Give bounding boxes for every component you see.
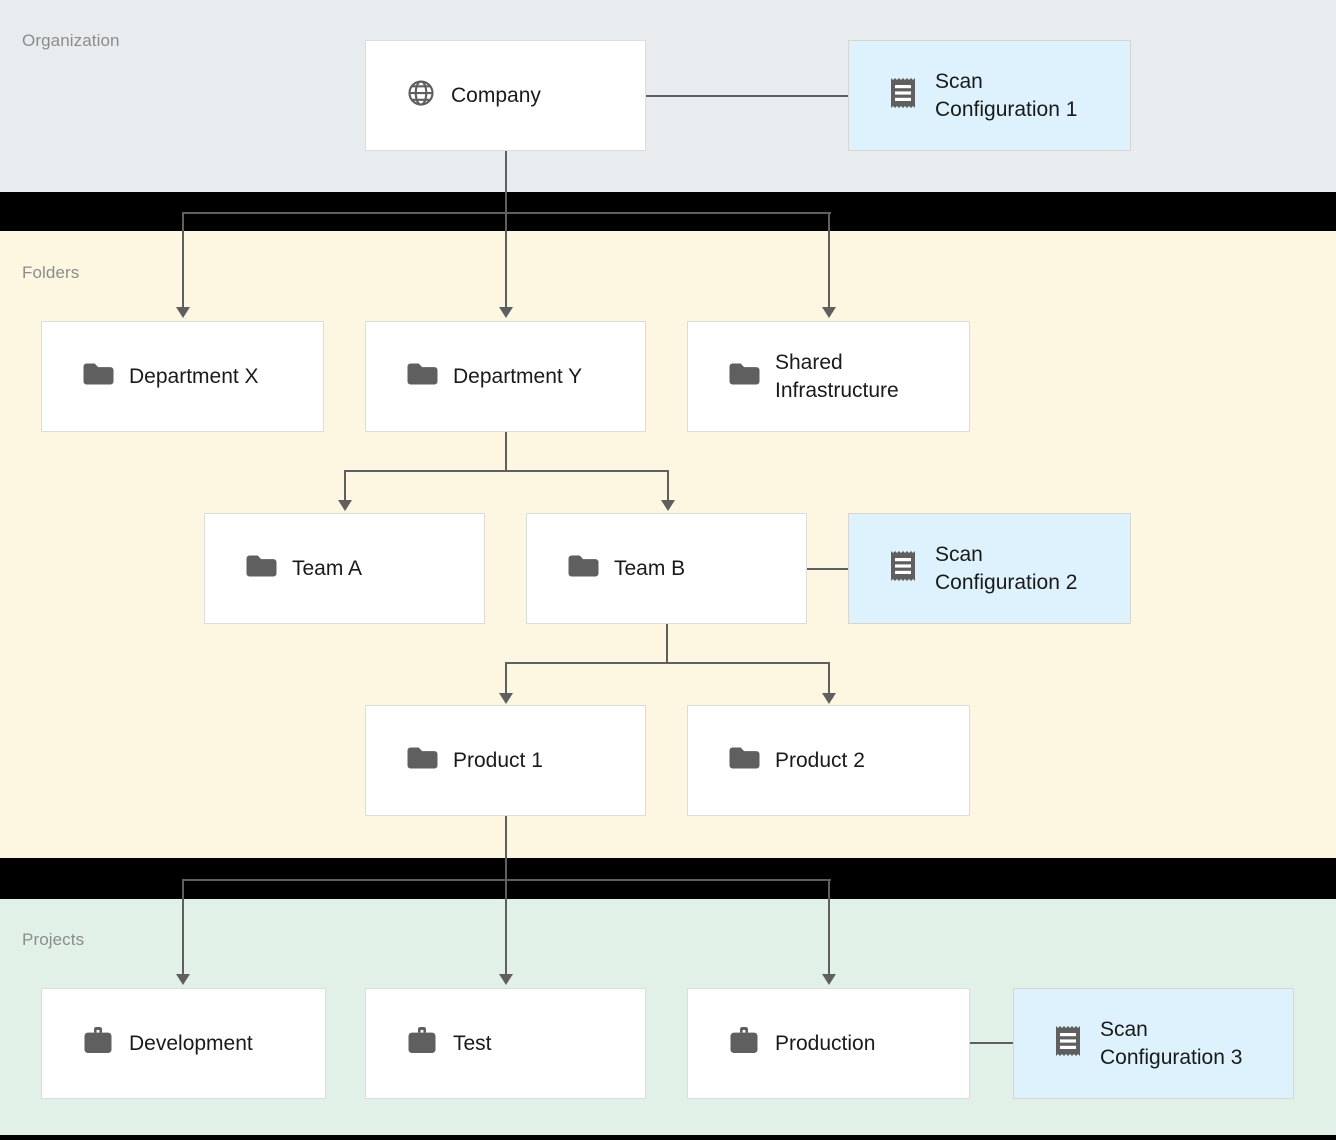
arrow-production — [822, 974, 836, 985]
node-label: Production — [775, 1031, 876, 1055]
node-label: Product 1 — [453, 748, 543, 772]
node-production[interactable]: Production — [687, 988, 970, 1099]
edge-team-b-to-scan-config-2 — [806, 568, 849, 570]
edge-to-product-1 — [505, 662, 507, 695]
edge-to-department-y — [505, 212, 507, 308]
edge-to-development — [182, 879, 184, 975]
band-label-projects: Projects — [22, 930, 85, 949]
edge-production-to-scan-config-3 — [968, 1042, 1014, 1044]
node-label: Shared Infrastructure — [775, 350, 899, 402]
band-label-organization: Organization — [22, 31, 120, 50]
node-label: Scan Configuration 1 — [935, 69, 1078, 121]
arrow-department-x — [176, 307, 190, 318]
folder-icon — [406, 745, 438, 776]
arrow-product-2 — [822, 693, 836, 704]
folder-icon — [245, 553, 277, 584]
briefcase-icon — [82, 1026, 114, 1061]
node-label: Team B — [614, 556, 686, 580]
node-shared-infrastructure[interactable]: Shared Infrastructure — [687, 321, 970, 432]
folder-icon — [728, 745, 760, 776]
arrow-product-1 — [499, 693, 513, 704]
edge-team-b-stem — [666, 623, 668, 664]
receipt-icon — [887, 549, 919, 588]
edge-team-b-bus — [505, 662, 829, 664]
node-label: Scan Configuration 3 — [1100, 1017, 1243, 1069]
node-team-b[interactable]: Team B — [526, 513, 807, 624]
arrow-team-b — [661, 500, 675, 511]
node-product-1[interactable]: Product 1 — [365, 705, 646, 816]
arrow-department-y — [499, 307, 513, 318]
briefcase-icon — [406, 1026, 438, 1061]
edge-department-y-bus — [344, 470, 669, 472]
arrow-development — [176, 974, 190, 985]
node-department-x[interactable]: Department X — [41, 321, 324, 432]
edge-to-test — [505, 879, 507, 975]
node-label: Scan Configuration 2 — [935, 542, 1078, 594]
arrow-shared-infrastructure — [822, 307, 836, 318]
edge-to-department-x — [182, 212, 184, 308]
edge-product-1-stem — [505, 815, 507, 881]
edge-company-to-scan-config-1 — [645, 95, 849, 97]
edge-to-shared-infrastructure — [828, 212, 830, 308]
edge-department-y-stem — [505, 431, 507, 472]
edge-to-team-b — [667, 470, 669, 502]
folder-icon — [567, 553, 599, 584]
node-label: Department X — [129, 364, 259, 388]
node-label: Test — [453, 1031, 492, 1055]
node-scan-config-3[interactable]: Scan Configuration 3 — [1013, 988, 1294, 1099]
node-label: Team A — [292, 556, 363, 580]
node-label: Company — [451, 83, 541, 107]
node-development[interactable]: Development — [41, 988, 326, 1099]
band-label-folders: Folders — [22, 263, 80, 282]
briefcase-icon — [728, 1026, 760, 1061]
node-test[interactable]: Test — [365, 988, 646, 1099]
edge-company-stem — [505, 150, 507, 214]
node-company[interactable]: Company — [365, 40, 646, 151]
receipt-icon — [887, 76, 919, 115]
arrow-test — [499, 974, 513, 985]
edge-to-team-a — [344, 470, 346, 502]
edge-to-production — [828, 879, 830, 975]
arrow-team-a — [338, 500, 352, 511]
node-team-a[interactable]: Team A — [204, 513, 485, 624]
node-department-y[interactable]: Department Y — [365, 321, 646, 432]
node-product-2[interactable]: Product 2 — [687, 705, 970, 816]
folder-icon — [728, 361, 760, 392]
node-scan-config-1[interactable]: Scan Configuration 1 — [848, 40, 1131, 151]
node-label: Development — [129, 1031, 253, 1055]
node-label: Department Y — [453, 364, 583, 388]
node-label: Product 2 — [775, 748, 865, 772]
globe-icon — [406, 78, 436, 113]
folder-icon — [82, 361, 114, 392]
receipt-icon — [1052, 1024, 1084, 1063]
bottom-separator — [0, 1135, 1336, 1140]
folder-icon — [406, 361, 438, 392]
node-scan-config-2[interactable]: Scan Configuration 2 — [848, 513, 1131, 624]
edge-to-product-2 — [828, 662, 830, 695]
